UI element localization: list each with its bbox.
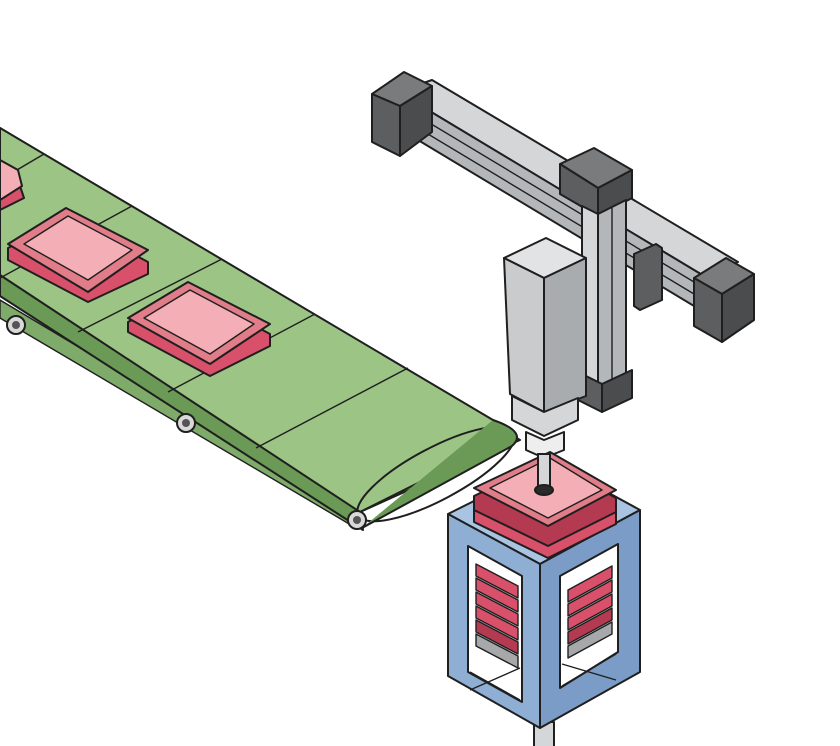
gripper-body-right [543, 257, 587, 413]
suction-cup-icon [534, 484, 554, 496]
gripper-collar [525, 431, 565, 459]
magazine-cross-braces [469, 653, 617, 701]
z-axis-column [577, 199, 663, 413]
stacked-trays-side [567, 565, 613, 659]
roller-icon [182, 419, 190, 427]
gantry-left-end-cap [371, 71, 433, 157]
linear-gantry [371, 71, 755, 494]
stacked-trays-front [475, 563, 519, 669]
conveyor-belt [0, 127, 521, 531]
gantry-right-end-cap [693, 257, 755, 343]
gantry-carriage [559, 147, 633, 217]
conveyor-roller-curve [361, 419, 518, 529]
roller-icon [12, 321, 20, 329]
conveyor-side-rollers [6, 315, 367, 530]
tray-magazine [447, 451, 641, 746]
belt-tray [0, 159, 25, 211]
gripper-tip [534, 453, 554, 496]
belt-tray [7, 207, 149, 303]
suction-gripper [503, 237, 587, 494]
roller-icon [353, 516, 361, 524]
gripper-body-left [503, 257, 545, 413]
gripper-neck [511, 395, 579, 437]
belt-tray [127, 281, 271, 377]
